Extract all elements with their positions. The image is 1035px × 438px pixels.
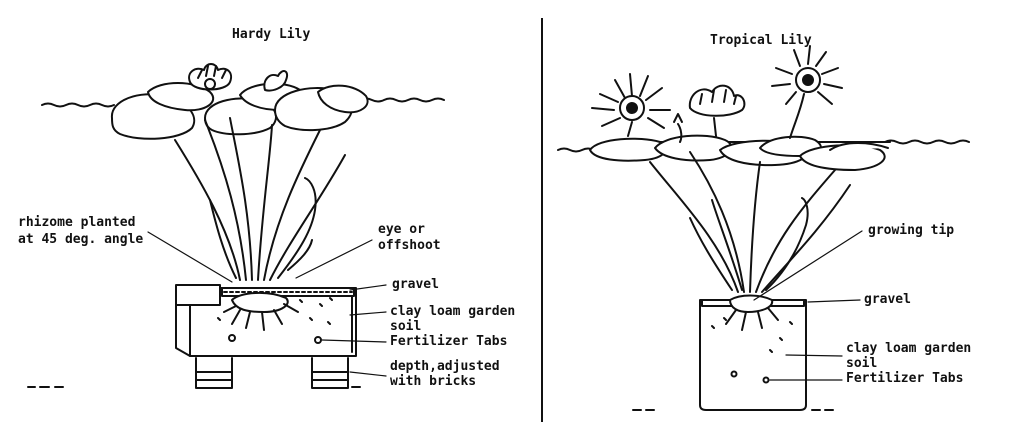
tropical-stems — [649, 151, 851, 293]
tropical-soil-label-line1: clay loam garden — [846, 341, 972, 356]
panel-divider — [541, 18, 543, 422]
hardy-gravel-label: gravel — [392, 277, 439, 292]
hardy-depth-label-line2: with bricks — [390, 374, 477, 389]
tropical-roots — [711, 294, 793, 353]
hardy-depth-label-line1: depth,adjusted — [390, 359, 500, 374]
hardy-eye-label-line1: eye or — [378, 222, 425, 237]
hardy-fertilizer-tabs — [228, 334, 322, 344]
hardy-title: Hardy Lily — [232, 27, 311, 42]
hardy-flowers — [188, 63, 288, 92]
hardy-soil-label-line2: soil — [390, 319, 422, 334]
hardy-lily-pads — [110, 82, 369, 140]
hardy-pot — [175, 284, 357, 357]
hardy-eye-label-line2: offshoot — [378, 238, 441, 253]
tropical-soil-label-line2: soil — [846, 356, 878, 371]
hardy-rhizome-label-line1: rhizome planted — [18, 215, 136, 230]
tropical-flowers — [591, 45, 843, 143]
tropical-title: Tropical Lily — [710, 33, 812, 48]
tropical-growing-tip-label: growing tip — [868, 223, 955, 238]
tropical-fertilizer-tabs — [730, 370, 770, 384]
hardy-leader-lines — [147, 231, 387, 377]
hardy-water-surface — [41, 97, 445, 108]
tropical-gravel-label: gravel — [864, 292, 911, 307]
tropical-leader-lines — [753, 230, 863, 381]
tropical-lily-pads — [589, 134, 889, 171]
hardy-rhizome-label-line2: at 45 deg. angle — [18, 232, 144, 247]
hardy-fertilizer-label: Fertilizer Tabs — [390, 334, 508, 349]
hardy-rhizome-and-roots — [217, 292, 333, 331]
hardy-soil-label-line1: clay loam garden — [390, 304, 516, 319]
hardy-bricks — [27, 357, 361, 389]
hardy-stems — [174, 117, 346, 281]
tropical-fertilizer-label: Fertilizer Tabs — [846, 371, 964, 386]
